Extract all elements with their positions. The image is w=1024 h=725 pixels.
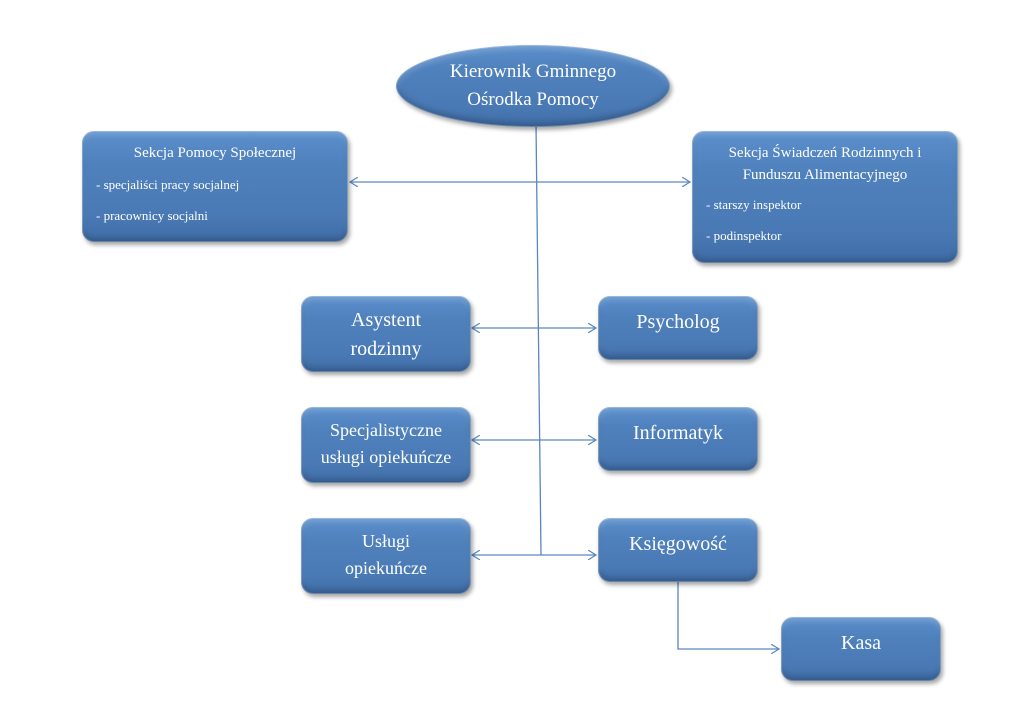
section-social-assistance-title: Sekcja Pomocy Społecznej — [133, 145, 297, 161]
unit-label: Księgowość — [629, 533, 727, 555]
trunk-line — [535, 123, 542, 556]
section-item: - starszy inspektor — [706, 196, 802, 212]
section-item: - specjaliści pracy socjalnej — [96, 176, 240, 192]
unit-label-line2: usługi opiekuńcze — [320, 447, 452, 467]
unit-label-line2: rodzinny — [350, 338, 422, 360]
head-label-line1: Kierownik Gminnego — [449, 61, 617, 83]
unit-label: Kasa — [841, 632, 881, 654]
unit-family-assistant[interactable]: Asystent rodzinny — [301, 296, 471, 372]
unit-label: Psycholog — [636, 311, 720, 333]
unit-psychologist[interactable]: Psycholog — [598, 296, 758, 360]
section-social-assistance[interactable]: Sekcja Pomocy Społecznej - specjaliści p… — [82, 131, 348, 242]
unit-cash-desk[interactable]: Kasa — [781, 617, 941, 681]
unit-label: Informatyk — [633, 422, 723, 444]
section-family-benefits[interactable]: Sekcja Świadczeń Rodzinnych i Funduszu A… — [692, 131, 958, 263]
unit-specialized-care[interactable]: Specjalistyczne usługi opiekuńcze — [301, 407, 471, 483]
unit-label-line2: opiekuńcze — [345, 558, 427, 578]
section-family-benefits-title-line2: Funduszu Alimentacyjnego — [742, 166, 908, 183]
section-item: - pracownicy socjalni — [96, 208, 208, 223]
connector-kasa — [677, 582, 779, 649]
head-label-line2: Ośrodka Pomocy — [467, 89, 599, 110]
unit-label-line1: Asystent — [351, 309, 421, 331]
unit-label-line1: Specjalistyczne — [330, 420, 442, 440]
unit-label-line1: Usługi — [361, 531, 410, 551]
section-item: - podinspektor — [706, 227, 782, 243]
unit-it-specialist[interactable]: Informatyk — [598, 407, 758, 471]
section-family-benefits-title-line1: Sekcja Świadczeń Rodzinnych i — [728, 145, 922, 161]
unit-care-services[interactable]: Usługi opiekuńcze — [301, 518, 471, 594]
head-node[interactable]: Kierownik Gminnego Ośrodka Pomocy — [396, 45, 670, 127]
unit-accounting[interactable]: Księgowość — [598, 518, 758, 582]
